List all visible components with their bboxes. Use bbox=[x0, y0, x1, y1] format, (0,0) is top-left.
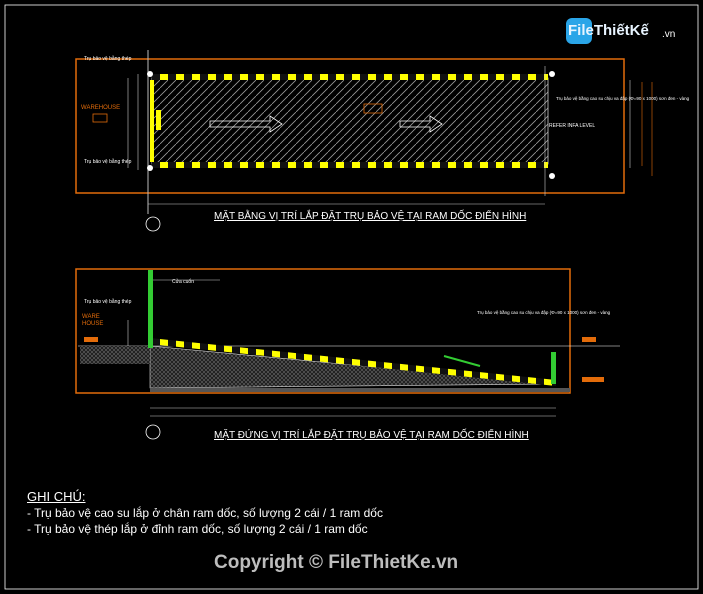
ramp-stripe bbox=[150, 338, 556, 386]
stripe-top bbox=[152, 74, 548, 80]
plan-view bbox=[75, 50, 653, 232]
stripe-bottom bbox=[152, 162, 548, 168]
elev-warehouse-label-1: WARE bbox=[82, 314, 100, 320]
steel-post bbox=[148, 270, 153, 348]
plan-frame bbox=[75, 58, 625, 194]
filethietke-logo: FileThiếtKế .vn bbox=[566, 18, 676, 46]
axis-marker-elevation bbox=[145, 424, 161, 440]
plan-warehouse-label: WAREHOUSE bbox=[81, 105, 120, 111]
warehouse-slab bbox=[80, 346, 150, 364]
elevation-view bbox=[75, 268, 620, 440]
sheet-border bbox=[4, 4, 699, 590]
elevation-frame bbox=[75, 268, 571, 394]
logo-domain: .vn bbox=[662, 29, 676, 40]
elev-post-note-right: Trụ bảo vệ bằng cao su chịu va đập (Φ=90… bbox=[477, 309, 611, 315]
plan-refer-label: REFER INFA LEVEL bbox=[549, 123, 595, 129]
warehouse-door-mark bbox=[156, 110, 161, 130]
ramp-fill bbox=[149, 345, 557, 389]
post-top-left bbox=[147, 71, 153, 77]
rubber-post bbox=[551, 352, 556, 384]
notes-block: GHI CHÚ: - Trụ bảo vệ cao su lắp ở chân … bbox=[27, 489, 383, 537]
notes-line-2: - Trụ bảo vệ thép lắp ở đỉnh ram dốc, số… bbox=[27, 522, 368, 536]
post-bottom-left bbox=[147, 165, 153, 171]
plan-post-note-right: Trụ bảo vệ bằng cao su chịu va đập (Φ=90… bbox=[556, 95, 690, 101]
elev-door-label: Cửa cuốn bbox=[172, 278, 194, 285]
plan-post-note-left: Trụ bảo vệ bằng thép bbox=[84, 55, 132, 62]
plan-post-note-left-2: Trụ bảo vệ bằng thép bbox=[84, 158, 132, 165]
post-top-right bbox=[549, 71, 555, 77]
stripe-left bbox=[150, 80, 154, 162]
logo-icon bbox=[566, 18, 592, 44]
slope-tag bbox=[363, 103, 383, 114]
copyright-text: Copyright © FileThietKe.vn bbox=[214, 552, 459, 573]
notes-heading: GHI CHÚ: bbox=[27, 489, 86, 504]
logo-brand: FileThiếtKế bbox=[568, 22, 649, 39]
arrow-right bbox=[399, 115, 443, 133]
notes-line-1: - Trụ bảo vệ cao su lắp ở chân ram dốc, … bbox=[27, 506, 383, 520]
plan-title: MẶT BẰNG VỊ TRÍ LẮP ĐẶT TRỤ BẢO VỆ TẠI R… bbox=[214, 211, 527, 222]
elev-warehouse-label-2: HOUSE bbox=[82, 321, 103, 327]
axis-marker-plan bbox=[145, 216, 161, 232]
elevation-title: MẶT ĐỨNG VỊ TRÍ LẮP ĐẶT TRỤ BẢO VỆ TẠI R… bbox=[214, 430, 529, 441]
elev-post-note-left: Trụ bảo vệ bằng thép bbox=[84, 298, 132, 305]
post-bottom-right bbox=[549, 173, 555, 179]
arrow-left bbox=[209, 115, 283, 133]
